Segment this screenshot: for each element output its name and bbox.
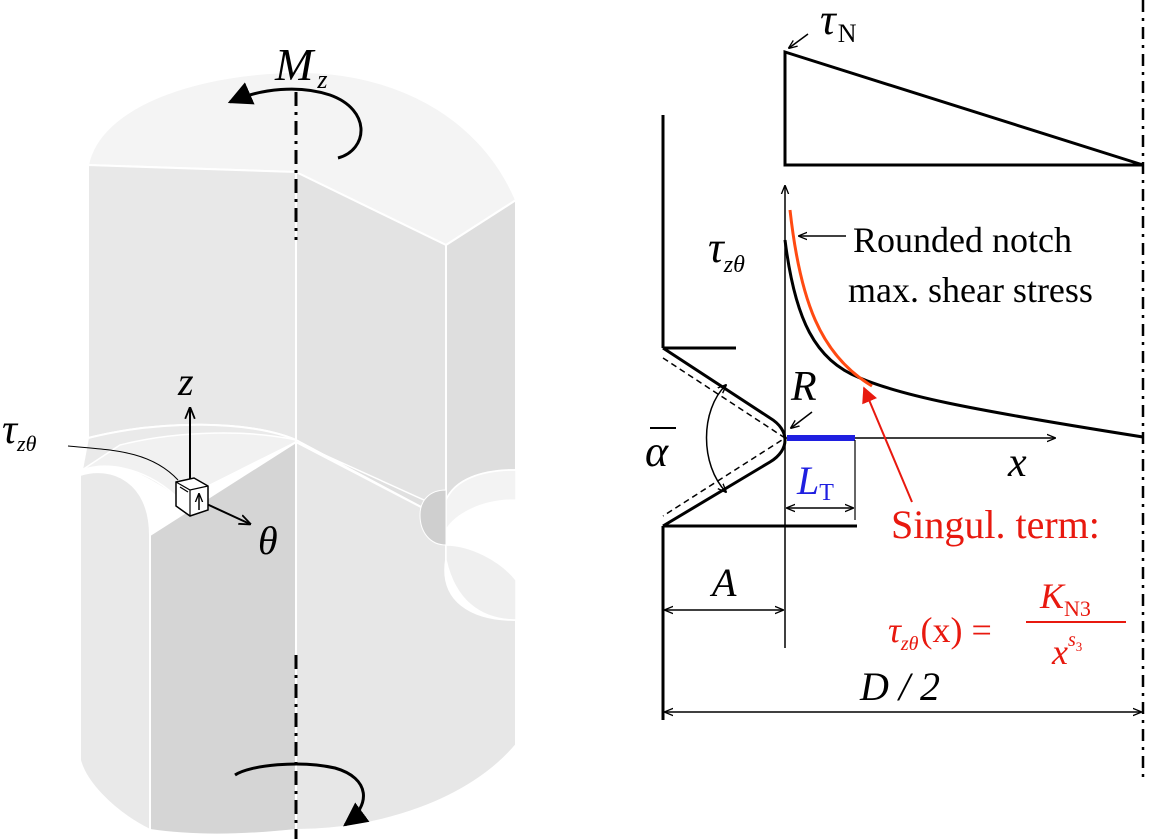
singular-term-curve	[788, 209, 873, 388]
notched-shaft-3d	[67, 70, 518, 839]
shaft-lower-mid-face	[149, 440, 297, 836]
svg-text:KN3: KN3	[1039, 576, 1091, 621]
tau-n-pointer	[789, 33, 809, 48]
notch-stress-diagram	[661, 0, 1145, 780]
alpha-label: α	[645, 427, 676, 476]
shaft-upper-right-face	[445, 198, 517, 501]
axis-theta-label: θ	[258, 518, 278, 563]
svg-text:α: α	[645, 427, 669, 476]
svg-text:τzθ(x) =: τzθ(x) =	[888, 610, 992, 655]
moment-arrow-bottom	[234, 762, 370, 827]
axis-z-label: z	[177, 359, 194, 404]
notch-groove-right	[445, 469, 517, 533]
rounded-notch-label-line2: max. shear stress	[848, 270, 1093, 310]
stress-label: τzθ	[2, 407, 37, 456]
a-label: A	[709, 560, 737, 605]
stress-leader-line	[67, 445, 179, 481]
rounded-notch-label-line1: Rounded notch	[853, 220, 1072, 260]
svg-text:xs3: xs3	[1051, 629, 1082, 672]
x-axis-label: x	[1007, 440, 1027, 486]
tau-ztheta-label: τzθ	[708, 223, 745, 278]
sharp-notch-profile	[662, 357, 787, 517]
tau-n-label: τN	[820, 0, 857, 48]
stress-element-cube	[175, 477, 209, 517]
lt-label: LT	[796, 458, 834, 506]
rounded-notch-stress-curve	[783, 239, 1144, 439]
radius-pointer	[791, 411, 813, 428]
singular-term-formula: τzθ(x) = KN3 xs3	[888, 576, 1091, 672]
shaft-top-face	[86, 70, 518, 247]
moment-arrow-top	[227, 82, 363, 160]
singular-term-label: Singul. term:	[891, 502, 1100, 547]
rounded-notch-profile	[662, 346, 787, 528]
radius-label: R	[790, 364, 817, 410]
notch-groove-right-inner	[419, 489, 447, 546]
singular-term-pointer	[862, 386, 913, 503]
nominal-shear-triangle	[783, 49, 1144, 167]
shaft-lower-left-face	[79, 471, 151, 832]
d-half-label: D / 2	[859, 664, 940, 709]
opening-angle-arc	[705, 385, 727, 492]
